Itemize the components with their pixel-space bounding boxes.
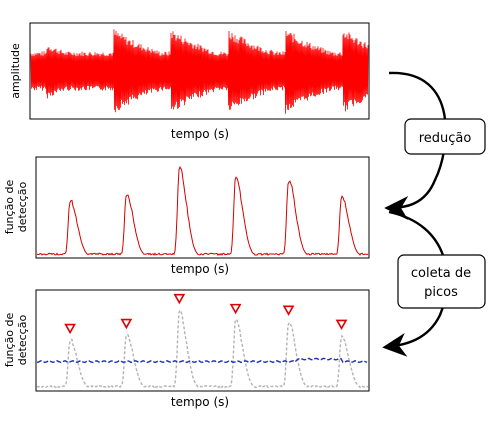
peaks-plot xyxy=(36,293,369,389)
peak-marker-icon-1 xyxy=(64,323,76,335)
waveform-panel: tempo (s) amplitude xyxy=(9,22,370,141)
peaks-panel: tempo (s) função de detecção xyxy=(3,289,370,409)
peak-marker-icon-6 xyxy=(335,319,348,331)
detection-curve xyxy=(36,165,369,256)
peak-marker-icon-4 xyxy=(229,303,242,315)
detection-curve-faded xyxy=(36,308,369,389)
waveform-xlabel: tempo (s) xyxy=(171,127,229,141)
peak-picking-step-label-line2: picos xyxy=(424,285,458,300)
peak-marker-icon-5 xyxy=(282,305,295,316)
peak-marker-icon-2 xyxy=(120,318,133,330)
detection-ylabel-line1: função de xyxy=(3,179,16,234)
peaks-xlabel: tempo (s) xyxy=(171,395,229,409)
peak-picking-step-label-line1: coleta de xyxy=(411,266,471,281)
waveform-plot xyxy=(30,29,369,114)
threshold-line xyxy=(36,357,368,364)
reduction-step-box: redução xyxy=(404,118,486,155)
reduction-arrow-icon xyxy=(384,71,447,220)
detection-ylabel-line2: detecção xyxy=(16,182,29,233)
peak-picking-step-box: coleta de picos xyxy=(397,254,486,309)
detection-panel: tempo (s) função de detecção xyxy=(3,156,370,276)
waveform-ylabel: amplitude xyxy=(9,43,22,99)
peaks-ylabel-line1: função de xyxy=(3,312,16,367)
peak-marker-icon-3 xyxy=(173,293,186,305)
peaks-ylabel-line2: detecção xyxy=(16,315,29,366)
peaks-frame xyxy=(35,289,370,392)
reduction-step-label: redução xyxy=(419,131,472,146)
detection-plot xyxy=(36,165,369,256)
detection-xlabel: tempo (s) xyxy=(171,262,229,276)
waveform-trace xyxy=(30,29,369,114)
detection-frame xyxy=(35,156,370,259)
